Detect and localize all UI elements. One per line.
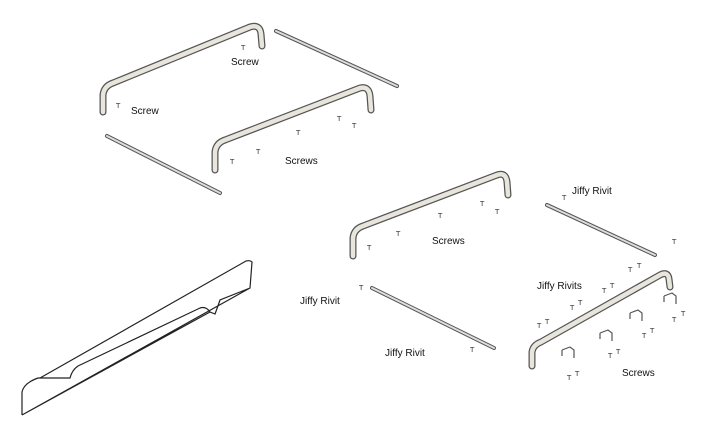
rivet-icon: T bbox=[609, 282, 615, 290]
flat-bar-right bbox=[545, 203, 657, 257]
screw-icon: T bbox=[671, 316, 677, 324]
screw-icon: T bbox=[240, 44, 246, 52]
screw-icon: T bbox=[229, 158, 235, 166]
label-screw-left: Screw bbox=[131, 106, 160, 117]
screw-icon: T bbox=[680, 310, 686, 318]
screw-icon: T bbox=[366, 244, 372, 252]
flat-bar-left bbox=[105, 134, 222, 195]
label-jiffy-rivits: Jiffy Rivits bbox=[537, 281, 582, 292]
rivet-icon: T bbox=[577, 299, 583, 307]
screw-icon: T bbox=[494, 208, 500, 216]
screw-icon: T bbox=[615, 348, 621, 356]
rivet-icon: T bbox=[671, 238, 677, 246]
screw-icon: T bbox=[437, 212, 443, 220]
screw-icon: T bbox=[566, 374, 572, 382]
screw-icon: T bbox=[649, 327, 655, 335]
rivet-icon: T bbox=[536, 322, 542, 330]
label-screws-brackets: Screws bbox=[622, 368, 655, 379]
rivet-icon: T bbox=[358, 284, 364, 292]
rod-bottom bbox=[370, 286, 496, 350]
screw-icon: T bbox=[115, 102, 121, 110]
label-jiffy-rivit-rod-left: Jiffy Rivit bbox=[300, 296, 340, 307]
rail-middle bbox=[349, 170, 512, 260]
rail-top-left bbox=[99, 22, 266, 116]
rail-right bbox=[528, 270, 674, 370]
rivet-icon: T bbox=[469, 346, 475, 354]
screw-icon: T bbox=[574, 370, 580, 378]
screw-icon: T bbox=[641, 332, 647, 340]
rail-second bbox=[211, 84, 375, 174]
label-jiffy-rivit-bar: Jiffy Rivit bbox=[572, 186, 612, 197]
screw-icon: T bbox=[479, 200, 485, 208]
brackets bbox=[561, 292, 677, 358]
label-screw-top: Screw bbox=[231, 57, 260, 68]
label-jiffy-rivit-rod-bottom: Jiffy Rivit bbox=[385, 348, 425, 359]
screw-icon: T bbox=[607, 352, 613, 360]
flat-bar-top bbox=[274, 29, 399, 88]
side-panel bbox=[21, 260, 253, 416]
screw-icon: T bbox=[255, 148, 261, 156]
screws: T T T T T T T T T T T T T T T T T T T T … bbox=[115, 44, 686, 382]
rivet-icon: T bbox=[601, 287, 607, 295]
rivet-icon: T bbox=[544, 318, 550, 326]
screw-icon: T bbox=[295, 129, 301, 137]
label-screws-middle-rail: Screws bbox=[432, 236, 465, 247]
rivet-icon: T bbox=[636, 262, 642, 270]
screw-icon: T bbox=[351, 122, 357, 130]
rivet-icon: T bbox=[627, 266, 633, 274]
label-screws-first-rail: Screws bbox=[285, 156, 318, 167]
rivet-icon: T bbox=[569, 304, 575, 312]
screw-icon: T bbox=[395, 230, 401, 238]
screw-icon: T bbox=[336, 115, 342, 123]
rivet-icon: T bbox=[561, 194, 567, 202]
